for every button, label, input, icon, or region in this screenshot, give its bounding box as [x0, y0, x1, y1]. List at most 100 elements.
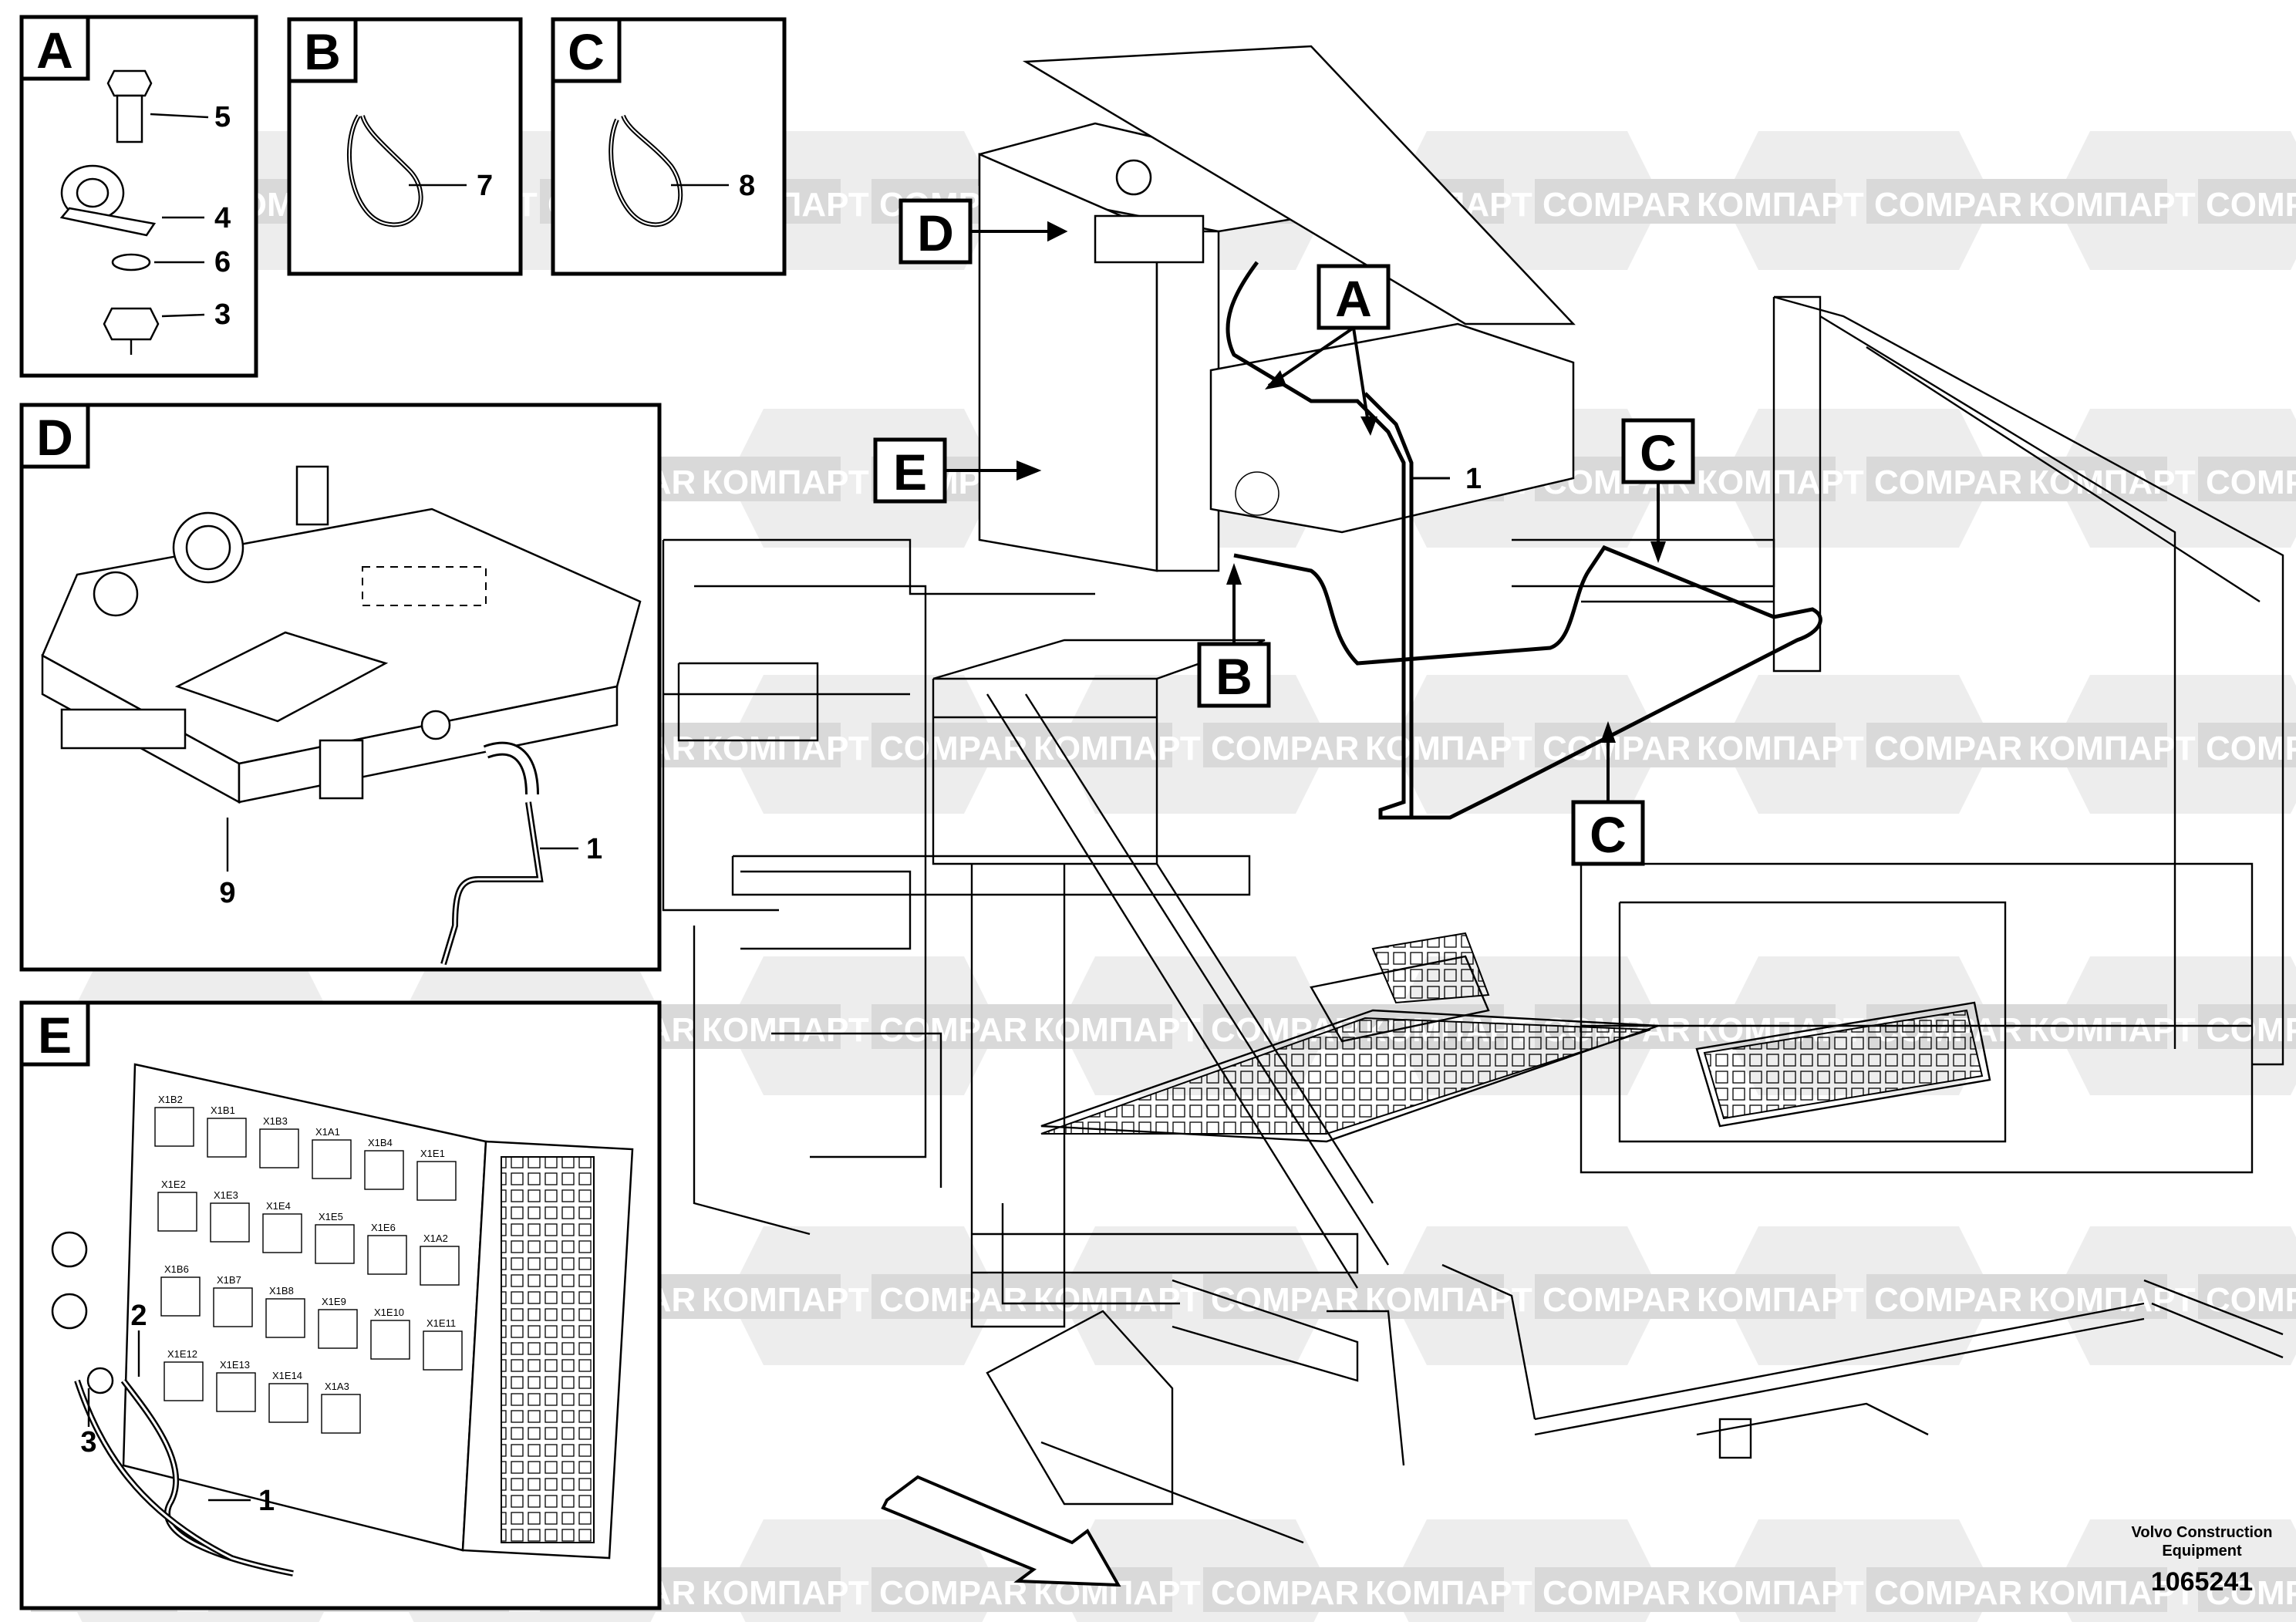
pcb-label: X1A2 [423, 1233, 448, 1244]
watermark-left: КОМПАРТ [1697, 1574, 1864, 1612]
watermark-tile: КОМПАРТ COMPART [1026, 1226, 1380, 1365]
watermark-right: COMPART [1211, 1281, 1380, 1319]
watermark-tile: КОМПАРТ COMPART [1689, 675, 2043, 814]
watermark-right: COMPART [2206, 1011, 2296, 1049]
watermark-tile: КОМПАРТ COMPART [1689, 1519, 2043, 1622]
pcb-socket [154, 1107, 194, 1147]
watermark-left: КОМПАРТ [1697, 464, 1864, 501]
watermark-right: COMPART [1211, 1574, 1380, 1612]
footer: Volvo Construction Equipment 1065241 [2132, 1524, 2273, 1597]
watermark-tile: КОМПАРТ COMPART [2021, 1226, 2296, 1365]
detail-panel-C: C 8 [551, 17, 787, 276]
pcb-socket [318, 1309, 358, 1349]
pcb-socket [262, 1213, 302, 1253]
panel-B-letter: B [304, 23, 341, 80]
watermark-left: КОМПАРТ [2028, 1281, 2196, 1319]
pcb-socket [207, 1118, 247, 1158]
pcb-socket [312, 1139, 352, 1179]
pcb-socket [315, 1224, 355, 1264]
pcb-socket [420, 1246, 460, 1286]
pcb-label: X1E12 [167, 1348, 197, 1360]
pcb-socket [321, 1394, 361, 1434]
watermark-right: COMPART [1874, 1574, 2043, 1612]
watermark-right: COMPART [879, 1281, 1048, 1319]
pcb-label: X1B4 [368, 1137, 393, 1148]
panel-D-letter: D [36, 409, 73, 466]
panel-C-letter: C [568, 23, 605, 80]
watermark-right: COMPART [879, 730, 1048, 767]
pcb-label: X1E2 [161, 1179, 186, 1190]
callout-E-1: 1 [258, 1485, 275, 1517]
direction-arrow [881, 1475, 1121, 1587]
watermark-left: КОМПАРТ [1697, 1281, 1864, 1319]
watermark-tile: КОМПАРТ COMPART [1026, 675, 1380, 814]
pcb-label: X1E13 [220, 1359, 250, 1371]
watermark-left: КОМПАРТ [1365, 1281, 1532, 1319]
watermark-tile: КОМПАРТ COMPART [1357, 675, 1711, 814]
callout-A: A [1335, 270, 1372, 327]
pcb-label: X1B7 [217, 1274, 241, 1286]
pcb-label: X1E14 [272, 1370, 302, 1381]
pcb-label: X1B6 [164, 1263, 189, 1275]
watermark-right: COMPART [1542, 1281, 1711, 1319]
detail-panel-A: A 5 4 6 3 [19, 15, 258, 378]
callout-A-4: 4 [214, 202, 231, 234]
watermark-right: COMPART [2206, 730, 2296, 767]
pcb-label: X1E4 [266, 1200, 291, 1212]
pcb-socket [164, 1361, 204, 1401]
pcb-label: X1A3 [325, 1381, 349, 1392]
watermark-right: COMPART [1542, 730, 1711, 767]
board-label-group: X1B2X1B1X1B3X1A1X1B4X1E1X1E2X1E3X1E4X1E5… [154, 1094, 463, 1434]
callout-B-7: 7 [477, 170, 493, 202]
panel-A-letter: A [36, 22, 73, 79]
pcb-socket [265, 1298, 305, 1338]
watermark-tile: КОМПАРТ COMPART [694, 956, 1048, 1095]
watermark-left: КОМПАРТ [1365, 730, 1532, 767]
watermark-left: КОМПАРТ [702, 1281, 869, 1319]
callout-D: D [917, 204, 954, 261]
watermark-left: КОМПАРТ [1697, 730, 1864, 767]
callout-C-upper: C [1640, 424, 1677, 481]
panel-E-letter: E [38, 1007, 72, 1064]
cable-callout-1: 1 [1465, 463, 1482, 495]
pcb-label: X1E1 [420, 1148, 445, 1159]
drawing-number: 1065241 [2151, 1567, 2253, 1597]
watermark-right: COMPART [1211, 730, 1380, 767]
pcb-socket [213, 1287, 253, 1327]
pcb-socket [364, 1150, 404, 1190]
watermark-right: COMPART [1874, 730, 2043, 767]
watermark-left: КОМПАРТ [2028, 730, 2196, 767]
watermark-left: КОМПАРТ [1033, 1281, 1201, 1319]
watermark-left: КОМПАРТ [2028, 1011, 2196, 1049]
pcb-label: X1B1 [211, 1104, 235, 1116]
detail-panel-E: E X1B2X1B1X1B3X1A1X1B4X1E1X1E2X1E3X1E4X1… [19, 1000, 662, 1610]
watermark-right: COMPART [879, 1011, 1048, 1049]
pcb-label: X1B8 [269, 1285, 294, 1297]
main-callouts: D E A B C C 1 [873, 198, 1695, 866]
watermark-left: КОМПАРТ [1033, 1011, 1201, 1049]
watermark-right: COMPART [2206, 1281, 2296, 1319]
watermark-left: КОМПАРТ [702, 1574, 869, 1612]
pcb-socket [160, 1276, 201, 1317]
company-line-1: Volvo Construction [2132, 1524, 2273, 1541]
watermark-right: COMPART [1542, 1574, 1711, 1612]
pcb-socket [259, 1128, 299, 1168]
pcb-socket [216, 1372, 256, 1412]
watermark-left: КОМПАРТ [702, 1011, 869, 1049]
pcb-socket [157, 1192, 197, 1232]
callout-A-3: 3 [214, 298, 231, 331]
callout-D-1: 1 [586, 833, 602, 865]
pcb-label: X1B3 [263, 1115, 288, 1127]
watermark-left: КОМПАРТ [1033, 730, 1201, 767]
callout-E: E [893, 443, 927, 501]
frame-assembly-drawing [662, 295, 2284, 1544]
pcb-socket [268, 1383, 308, 1423]
